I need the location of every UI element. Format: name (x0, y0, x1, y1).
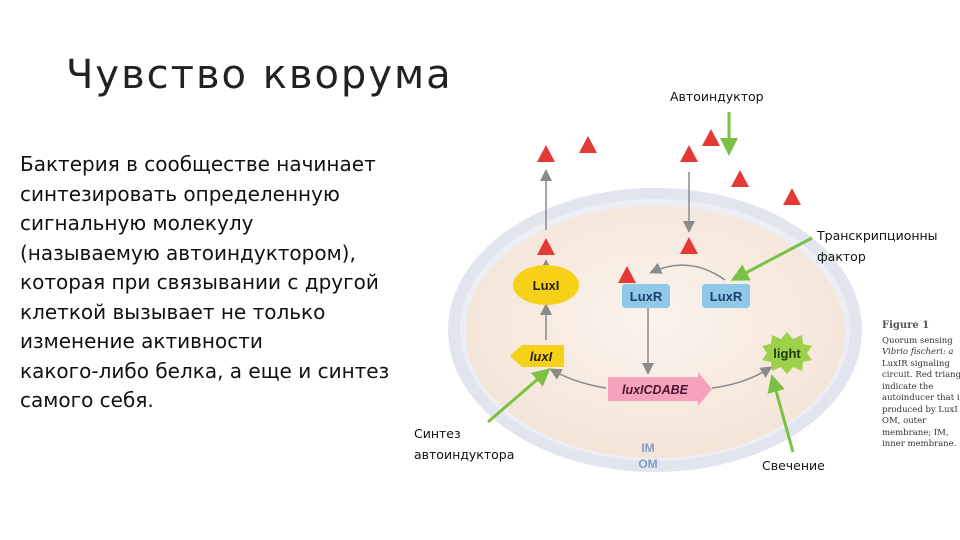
body-line: изменение активности (20, 329, 263, 353)
body-line: Бактерия в сообществе начинает (20, 152, 376, 176)
caption-line: membrane; IM, (882, 427, 949, 438)
operon-to-light-arrow (711, 366, 773, 389)
luxI-gene-label: luxI (530, 349, 553, 364)
body-paragraph: Бактерия в сообществе начинает синтезиро… (20, 150, 440, 416)
caption-line: Quorum sensing (882, 335, 953, 346)
synthesis-pointer (487, 368, 551, 424)
caption-line: inner membrane. (882, 439, 957, 449)
autoinducer-label: Автоиндуктор (670, 89, 764, 104)
body-line: которая при связывании с другой (20, 270, 379, 294)
body-line: сигнальную молекулу (20, 211, 254, 235)
luxI-gene-arrow (510, 345, 564, 367)
synthesis-label-line2: автоиндуктора (414, 447, 515, 462)
luxR-box-left (622, 284, 670, 308)
autoinducer-triangle (618, 266, 636, 283)
outer-membrane-label: OM (638, 457, 657, 471)
caption-line: produced by LuxI (882, 404, 958, 415)
body-line: синтезировать определенную (20, 181, 340, 206)
glow-pointer (767, 374, 795, 453)
synthesis-label-line1: Синтез (414, 426, 461, 441)
light-starburst (762, 332, 812, 374)
light-label: light (773, 346, 801, 361)
transcription-factor-label-line2: фактор (817, 249, 866, 264)
luxR-box-right (702, 284, 750, 308)
body-line: самого себя. (20, 388, 154, 412)
inner-membrane-label: IM (641, 441, 654, 455)
caption-line: autoinducer that i (882, 393, 960, 403)
transcription-factor-label-line1: Транскрипционны (817, 228, 938, 243)
luxI-protein (513, 265, 579, 305)
operon-to-luxI-arrow (549, 368, 607, 389)
caption-line: indicate the (882, 381, 934, 392)
glow-label: Свечение (762, 458, 825, 473)
autoinducer-triangle (680, 145, 698, 162)
autoinducer-triangle (537, 145, 555, 162)
autoinducer-triangle (783, 188, 801, 205)
caption-line: LuxIR signaling (882, 358, 950, 369)
body-line: (называемую автоиндуктором), (20, 240, 356, 265)
transcription-factor-pointer (730, 236, 813, 281)
body-line: клеткой вызывает не только (20, 299, 326, 324)
luxI-protein-label: LuxI (533, 278, 560, 293)
caption-line: OM, outer (882, 416, 927, 426)
luxR-label-right: LuxR (710, 289, 743, 304)
figure-caption-heading: Figure 1 (882, 320, 930, 331)
luxR-label-left: LuxR (630, 289, 663, 304)
autoinducer-triangle (731, 170, 749, 187)
luxR-dimerization-arrow (649, 262, 726, 281)
autoinducer-triangle (537, 238, 555, 255)
cytoplasm (465, 206, 845, 458)
body-line: какого-либо белка, а еще и синтез (20, 358, 390, 383)
autoinducer-triangle (702, 129, 720, 146)
caption-line: circuit. Red triang (882, 370, 960, 380)
autoinducer-triangle (579, 136, 597, 153)
caption-line: Vibrio fischeri: a (882, 347, 954, 357)
figure-caption: Figure 1 Quorum sensing Vibrio fischeri:… (882, 320, 960, 451)
operon-label: luxICDABE (622, 383, 689, 397)
page-title: Чувство кворума (66, 52, 453, 98)
autoinducer-triangle (680, 237, 698, 254)
operon-arrow (608, 372, 712, 406)
